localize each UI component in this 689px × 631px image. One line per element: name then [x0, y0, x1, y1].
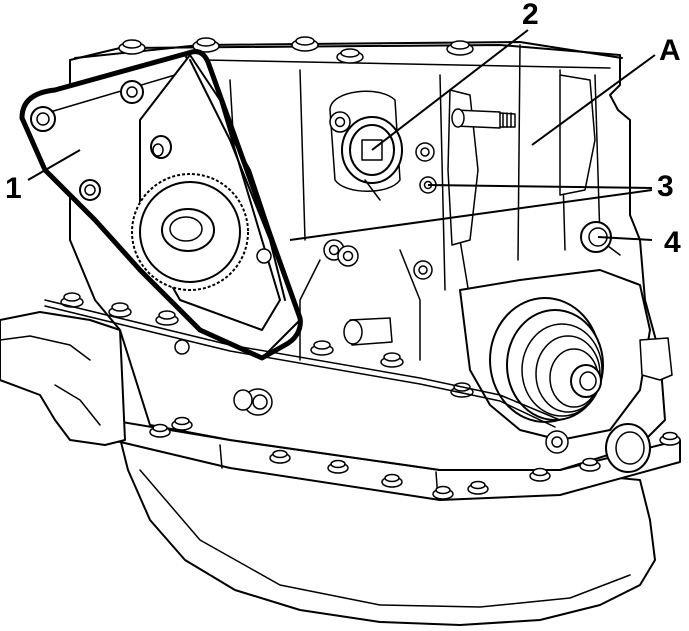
sump-bolt — [149, 423, 171, 438]
sump-bolt — [467, 480, 489, 495]
coolant-outlet — [605, 337, 673, 473]
sump-bolt — [381, 473, 403, 488]
sump-bolt — [579, 457, 601, 472]
leader-4 — [597, 236, 653, 241]
leader-2 — [371, 29, 529, 151]
head-bolt — [291, 36, 319, 52]
crankshaft-sprocket — [131, 173, 272, 291]
flange-bolt — [155, 310, 179, 326]
callout-label-1: 1 — [5, 172, 22, 205]
callout-label-2: 2 — [522, 0, 539, 31]
sump-bolt — [432, 485, 454, 500]
leader-1 — [27, 149, 81, 181]
leader-3-lower — [289, 189, 653, 241]
lower-boss — [233, 389, 253, 411]
lower-boss — [545, 430, 569, 454]
cover-bolt — [30, 106, 56, 132]
boss — [413, 260, 433, 280]
gearbox-housing — [0, 311, 126, 446]
cover-bolt — [79, 179, 101, 201]
lower-bosses — [174, 339, 569, 454]
head-bolt — [192, 37, 220, 53]
head-bolt — [446, 40, 474, 56]
stud-bolt — [451, 108, 516, 129]
leader-3-upper — [427, 184, 653, 189]
leader-a — [531, 54, 656, 146]
head-bolt — [118, 39, 146, 55]
boss — [337, 245, 359, 267]
sump-bolt — [529, 467, 551, 482]
lower-pipe — [343, 317, 393, 346]
sump-bolt — [171, 416, 193, 431]
boss — [415, 142, 435, 162]
callout-label-4: 4 — [664, 226, 681, 259]
callout-label-3: 3 — [657, 170, 674, 203]
gasket-seam — [44, 299, 561, 428]
sump-bolt — [327, 459, 349, 474]
boss — [329, 111, 351, 133]
head-bolt — [336, 48, 364, 64]
flange-bolt — [108, 302, 132, 318]
mounting-bosses — [323, 111, 503, 307]
sump-bolt — [659, 431, 681, 446]
flange-bolt — [310, 340, 334, 356]
flange-bolts — [60, 292, 474, 398]
sump-bolt — [269, 449, 291, 464]
sump-bolts — [149, 416, 681, 500]
lower-boss — [174, 339, 190, 355]
flange-bolt — [380, 352, 404, 368]
leader-lines — [27, 29, 656, 241]
head-bolts — [118, 36, 474, 64]
callout-label-a: A — [659, 34, 681, 67]
cover-bolt — [120, 80, 144, 104]
plug-bolt — [580, 221, 612, 253]
